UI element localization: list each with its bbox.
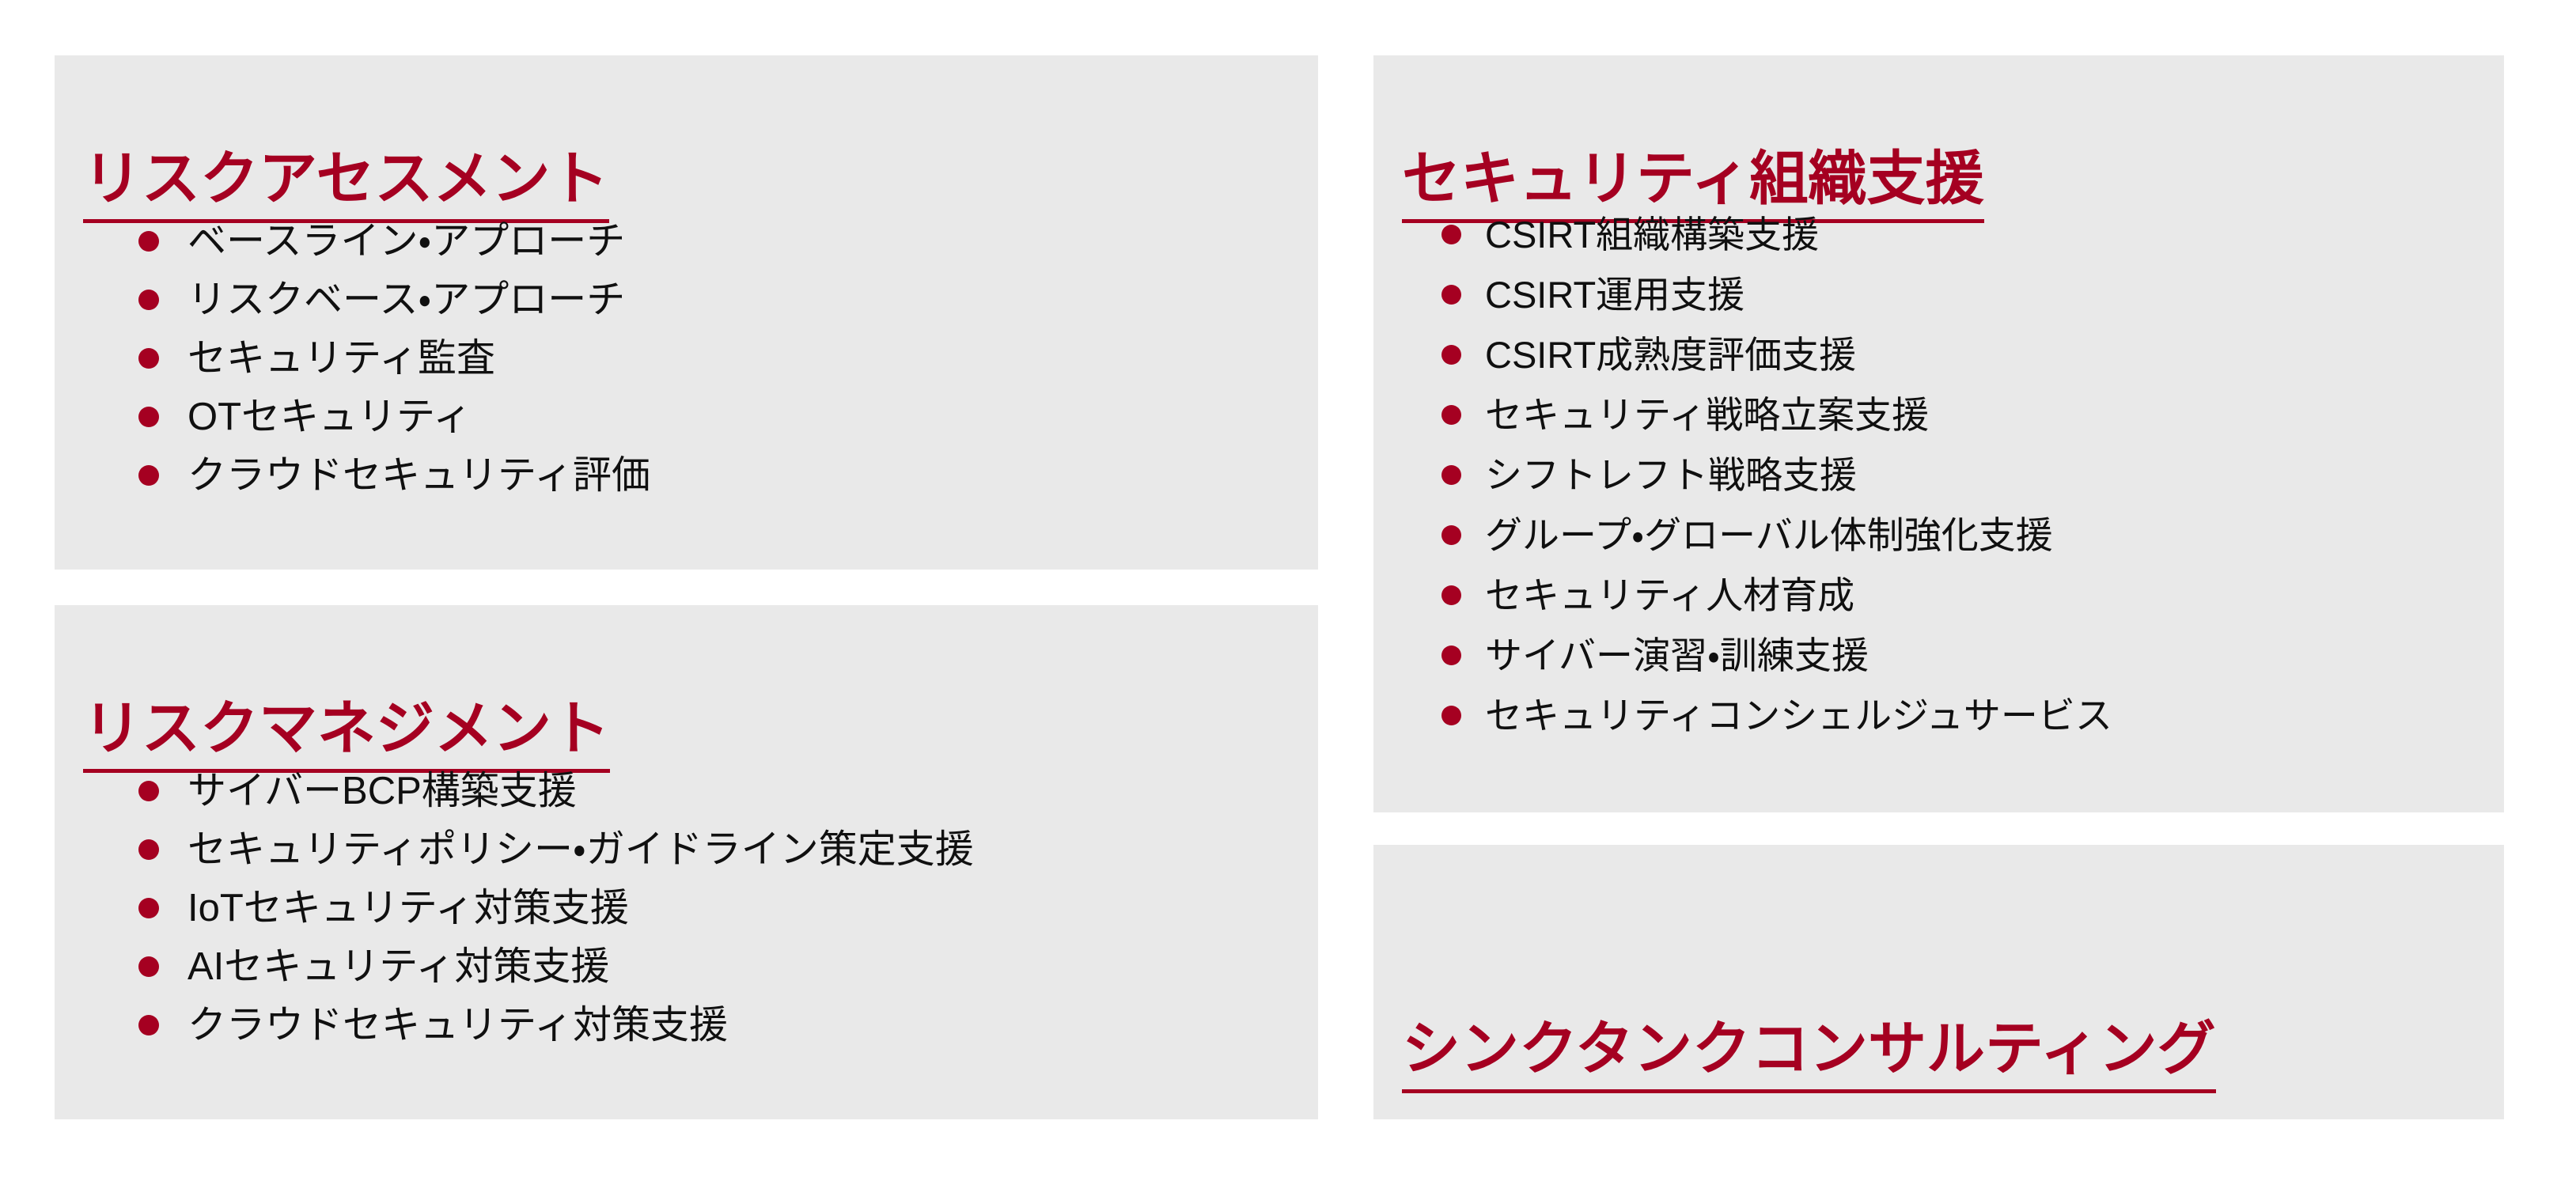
- bullet-dot-icon: [138, 465, 159, 486]
- list-item-label: CSIRT運用支援: [1485, 273, 1745, 316]
- bullet-dot-icon: [1441, 224, 1461, 244]
- bullet-dot-icon: [138, 348, 159, 369]
- list-item-label: AIセキュリティ対策支援: [188, 945, 610, 988]
- list-item-label: リスクベース・アプローチ: [188, 278, 626, 321]
- bullet-dot-icon: [138, 781, 159, 801]
- list-item-label: サイバー演習・訓練支援: [1485, 634, 1869, 676]
- bullet-dot-icon: [1441, 645, 1461, 665]
- list-item-label: グループ・グローバル体制強化支援: [1485, 513, 2053, 556]
- list-item: CSIRT成熟度評価支援: [1441, 324, 2112, 384]
- list-item-label: サイバーBCP構築支援: [188, 769, 577, 812]
- list-item: セキュリティコンシェルジュサービス: [1441, 685, 2112, 745]
- list-item-label: セキュリティ人材育成: [1485, 574, 1855, 616]
- list-item: CSIRT組織構築支援: [1441, 204, 2112, 264]
- list-item-label: OTセキュリティ: [188, 395, 472, 438]
- list-item: AIセキュリティ対策支援: [138, 937, 974, 996]
- list-item: ベースライン・アプローチ: [138, 212, 650, 271]
- list-item: セキュリティ戦略立案支援: [1441, 384, 2112, 445]
- bullet-dot-icon: [138, 1015, 159, 1035]
- bullet-list-risk-management: サイバーBCP構築支援 セキュリティポリシー・ガイドライン策定支援 IoTセキュ…: [138, 762, 974, 1054]
- list-item-label: セキュリティ戦略立案支援: [1485, 393, 1930, 436]
- list-item-label: クラウドセキュリティ対策支援: [188, 1003, 729, 1047]
- bullet-dot-icon: [1441, 524, 1461, 545]
- bullet-dot-icon: [1441, 585, 1461, 605]
- list-item-label: シフトレフト戦略支援: [1485, 453, 1857, 496]
- panel-heading-risk-assessment: リスクアセスメント: [83, 150, 609, 224]
- list-item: IoTセキュリティ対策支援: [138, 879, 974, 937]
- list-item-label: セキュリティポリシー・ガイドライン策定支援: [188, 827, 974, 871]
- list-item-label: クラウドセキュリティ評価: [188, 453, 651, 497]
- bullet-dot-icon: [1441, 284, 1461, 305]
- list-item: クラウドセキュリティ対策支援: [138, 996, 974, 1054]
- bullet-dot-icon: [138, 231, 159, 252]
- panel-heading-risk-management: リスクマネジメント: [83, 699, 610, 774]
- list-item-label: CSIRT組織構築支援: [1485, 213, 1820, 256]
- list-item: クラウドセキュリティ評価: [138, 446, 650, 505]
- panel-think-tank-consulting: シンクタンクコンサルティング: [1373, 845, 2504, 1119]
- list-item: リスクベース・アプローチ: [138, 271, 650, 329]
- list-item: グループ・グローバル体制強化支援: [1441, 505, 2112, 565]
- bullet-list-security-organization-support: CSIRT組織構築支援 CSIRT運用支援 CSIRT成熟度評価支援 セキュリテ…: [1441, 204, 2112, 745]
- panel-security-organization-support: セキュリティ組織支援 CSIRT組織構築支援 CSIRT運用支援 CSIRT成熟…: [1373, 55, 2504, 812]
- list-item: セキュリティ人材育成: [1441, 565, 2112, 625]
- bullet-dot-icon: [138, 956, 159, 977]
- bullet-dot-icon: [1441, 344, 1461, 365]
- list-item-label: セキュリティコンシェルジュサービス: [1485, 694, 2112, 736]
- list-item: セキュリティポリシー・ガイドライン策定支援: [138, 820, 974, 879]
- list-item: セキュリティ監査: [138, 329, 650, 388]
- list-item-label: CSIRT成熟度評価支援: [1485, 333, 1857, 376]
- list-item: サイバーBCP構築支援: [138, 762, 974, 820]
- panel-risk-assessment: リスクアセスメント ベースライン・アプローチ リスクベース・アプローチ セキュリ…: [55, 55, 1318, 570]
- panel-heading-security-organization-support: セキュリティ組織支援: [1402, 150, 1984, 224]
- list-item: サイバー演習・訓練支援: [1441, 625, 2112, 685]
- list-item: CSIRT運用支援: [1441, 264, 2112, 324]
- bullet-dot-icon: [138, 290, 159, 310]
- list-item-label: セキュリティ監査: [188, 336, 496, 380]
- list-item-label: IoTセキュリティ対策支援: [188, 886, 629, 929]
- bullet-dot-icon: [1441, 705, 1461, 725]
- list-item: シフトレフト戦略支援: [1441, 445, 2112, 505]
- panel-risk-management: リスクマネジメント サイバーBCP構築支援 セキュリティポリシー・ガイドライン策…: [55, 605, 1318, 1119]
- bullet-dot-icon: [138, 898, 159, 918]
- bullet-list-risk-assessment: ベースライン・アプローチ リスクベース・アプローチ セキュリティ監査 OTセキュ…: [138, 212, 650, 505]
- bullet-dot-icon: [1441, 404, 1461, 425]
- panel-heading-think-tank-consulting: シンクタンクコンサルティング: [1402, 1020, 2216, 1094]
- list-item-label: ベースライン・アプローチ: [188, 219, 626, 263]
- bullet-dot-icon: [138, 839, 159, 860]
- bullet-dot-icon: [1441, 464, 1461, 485]
- bullet-dot-icon: [138, 407, 159, 427]
- list-item: OTセキュリティ: [138, 388, 650, 446]
